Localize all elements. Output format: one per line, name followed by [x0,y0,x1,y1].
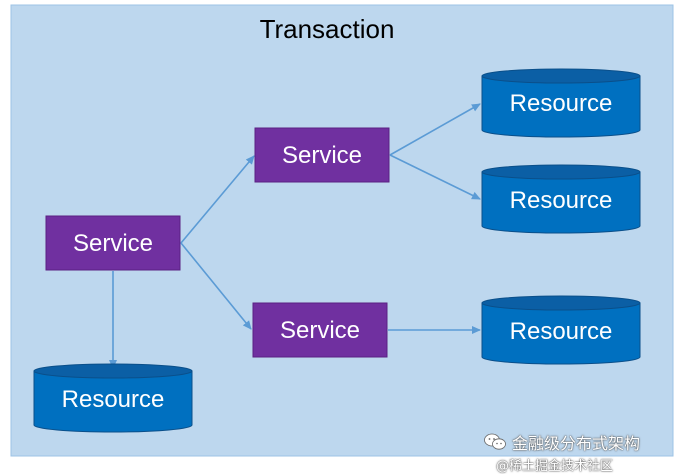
watermark-line2: @稀土掘金技术社区 [496,459,614,474]
frame-title: Transaction [260,14,395,44]
cylinder-body [481,75,641,138]
cylinder-body [481,171,641,234]
resource-label: Resource [62,386,165,413]
cylinder-top [33,363,193,379]
cylinder-body [481,302,641,365]
resource-cylinder-r3[interactable]: Resource [481,295,641,365]
watermark-line1: 金融级分布式架构 [512,434,641,453]
resource-label: Resource [510,187,613,214]
arrow-upper-to-r2 [389,154,481,200]
resource-label: Resource [510,318,613,345]
service-label: Service [280,317,360,344]
arrow-upper-to-r1 [389,103,481,156]
service-box-upper[interactable]: Service [254,127,390,183]
cylinder-top [481,68,641,84]
service-box-root[interactable]: Service [45,215,181,271]
service-box-lower[interactable]: Service [252,302,388,358]
service-label: Service [282,142,362,169]
cylinder-body [33,370,193,433]
wechat-icon [484,433,506,450]
resource-cylinder-r1[interactable]: Resource [481,68,641,138]
arrow-root-to-lower [180,242,252,330]
resource-cylinder-r2[interactable]: Resource [481,164,641,234]
resource-cylinder-r4[interactable]: Resource [33,363,193,433]
service-label: Service [73,230,153,257]
edges-group [109,103,481,369]
cylinder-top [481,164,641,180]
resource-label: Resource [510,90,613,117]
cylinder-top [481,295,641,311]
watermark: 金融级分布式架构 @稀土掘金技术社区 [484,430,674,474]
arrow-root-to-upper [180,155,255,244]
